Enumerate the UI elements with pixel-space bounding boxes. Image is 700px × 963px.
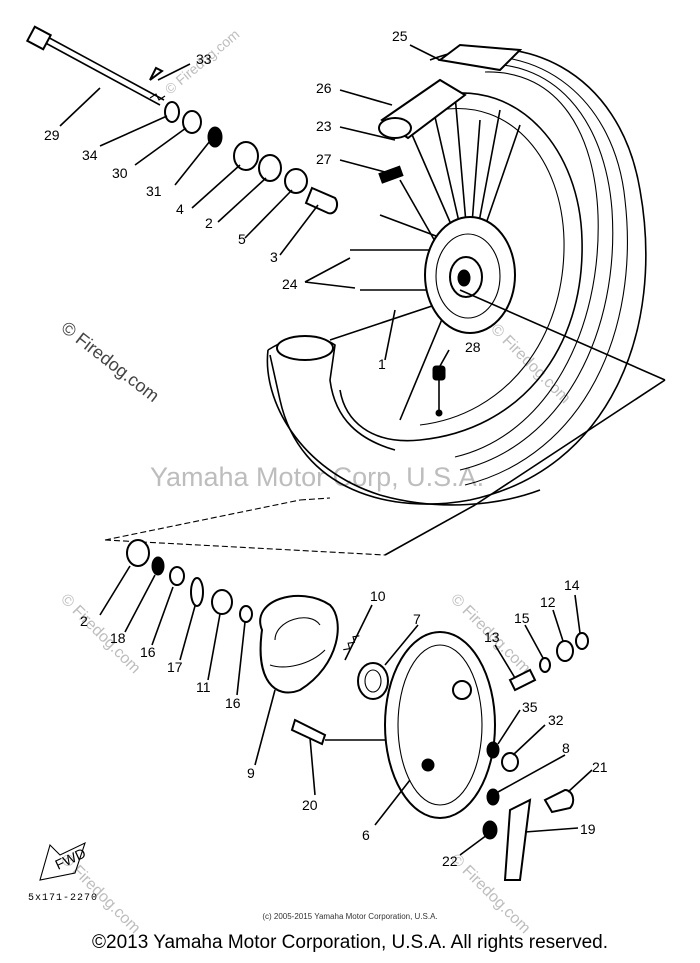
valve-cap bbox=[432, 365, 446, 381]
spacer-4 bbox=[233, 141, 259, 171]
spacer-flange-5 bbox=[284, 168, 308, 194]
label-18: 18 bbox=[110, 630, 126, 646]
washer-14 bbox=[575, 632, 589, 650]
copyright-footer: ©2013 Yamaha Motor Corporation, U.S.A. A… bbox=[92, 932, 608, 953]
cotter-pin-33 bbox=[149, 66, 164, 81]
washer-15 bbox=[539, 657, 551, 673]
camshaft-20 bbox=[290, 718, 327, 746]
bolt-13 bbox=[508, 668, 537, 692]
brake-group: FWD bbox=[39, 497, 589, 881]
seal-7 bbox=[357, 662, 389, 700]
label-16a: 16 bbox=[140, 644, 156, 660]
label-17: 17 bbox=[167, 659, 183, 675]
label-30: 30 bbox=[112, 165, 128, 181]
bolt-8 bbox=[486, 788, 500, 806]
spacer-3 bbox=[304, 186, 339, 215]
nut-12 bbox=[556, 640, 574, 662]
label-20: 20 bbox=[302, 797, 318, 813]
part-labels: 33 29 34 30 31 4 2 5 3 25 26 23 27 24 1 … bbox=[44, 28, 608, 869]
washer-16b bbox=[239, 605, 253, 623]
label-4: 4 bbox=[176, 201, 184, 217]
nut-35 bbox=[486, 741, 500, 759]
leader-lines bbox=[59, 44, 666, 856]
wheel-assembly bbox=[266, 43, 647, 506]
label-19: 19 bbox=[580, 821, 596, 837]
bolt-21 bbox=[543, 788, 575, 814]
label-5: 5 bbox=[238, 231, 246, 247]
label-23: 23 bbox=[316, 118, 332, 134]
oil-seal-11 bbox=[211, 589, 233, 615]
label-21: 21 bbox=[592, 759, 608, 775]
label-3: 3 bbox=[270, 249, 278, 265]
label-33: 33 bbox=[196, 51, 212, 67]
firedog-watermark-faint: © Firedog.com bbox=[57, 591, 143, 677]
label-15: 15 bbox=[514, 610, 530, 626]
label-10: 10 bbox=[370, 588, 386, 604]
label-16b: 16 bbox=[225, 695, 241, 711]
label-12: 12 bbox=[540, 594, 556, 610]
label-8: 8 bbox=[562, 740, 570, 756]
label-2b: 2 bbox=[80, 613, 88, 629]
label-11: 11 bbox=[196, 679, 211, 695]
label-9: 9 bbox=[247, 765, 255, 781]
label-32: 32 bbox=[548, 712, 564, 728]
brake-panel-6 bbox=[384, 631, 496, 819]
label-27: 27 bbox=[316, 151, 332, 167]
firedog-watermark: © Firedog.com bbox=[58, 317, 164, 406]
label-26: 26 bbox=[316, 80, 332, 96]
label-7: 7 bbox=[413, 611, 421, 627]
label-25: 25 bbox=[392, 28, 408, 44]
plate-17 bbox=[190, 577, 204, 607]
label-28: 28 bbox=[465, 339, 481, 355]
label-1: 1 bbox=[378, 356, 386, 372]
tire-tread-piece bbox=[437, 43, 523, 72]
cam-lever-19 bbox=[503, 798, 532, 881]
tire-section bbox=[276, 335, 334, 361]
bearing-2 bbox=[258, 154, 282, 182]
drawing-code: 5x171-2270 bbox=[28, 893, 99, 904]
circlip-18 bbox=[151, 556, 165, 576]
nut-30 bbox=[182, 110, 202, 134]
axle-group bbox=[25, 25, 339, 215]
label-6: 6 bbox=[362, 827, 370, 843]
label-2a: 2 bbox=[205, 215, 213, 231]
label-35: 35 bbox=[522, 699, 538, 715]
tube bbox=[378, 117, 412, 139]
rim-band-clip bbox=[378, 165, 404, 184]
label-29: 29 bbox=[44, 127, 60, 143]
oil-seal-31 bbox=[207, 126, 223, 148]
label-13: 13 bbox=[484, 629, 500, 645]
washer-34 bbox=[164, 101, 180, 123]
axle-head bbox=[25, 25, 53, 51]
label-34: 34 bbox=[82, 147, 98, 163]
small-copyright: (c) 2005-2015 Yamaha Motor Corporation, … bbox=[262, 912, 438, 921]
bearing-2b bbox=[126, 539, 150, 567]
label-14: 14 bbox=[564, 577, 580, 593]
label-22: 22 bbox=[442, 853, 458, 869]
washer-16 bbox=[169, 566, 185, 586]
brake-shoe-9 bbox=[259, 595, 339, 694]
label-24: 24 bbox=[282, 276, 298, 292]
label-31: 31 bbox=[146, 183, 162, 199]
washer-32 bbox=[501, 752, 519, 772]
